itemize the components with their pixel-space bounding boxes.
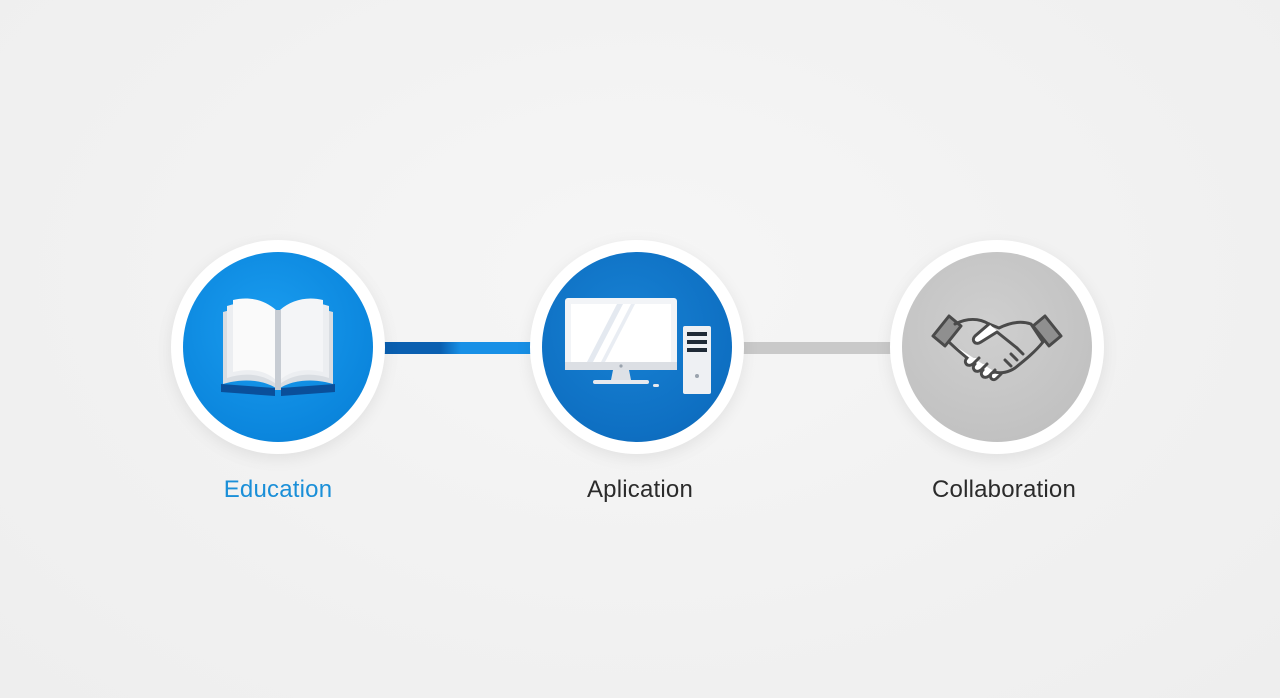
- step-label-collaboration: Collaboration: [931, 476, 1077, 503]
- step-label-education: Education: [223, 476, 333, 503]
- education-disc: [183, 252, 373, 442]
- open-book-icon: [221, 298, 335, 396]
- step-collaboration: [890, 240, 1104, 454]
- desktop-computer-icon: [565, 298, 711, 394]
- handshake-icon: [931, 314, 1063, 382]
- connector-education-application: [384, 342, 532, 354]
- collaboration-disc: [902, 252, 1092, 442]
- step-education: [171, 240, 385, 454]
- connector-application-collaboration: [742, 342, 894, 354]
- step-label-application: Aplication: [586, 476, 694, 503]
- step-application: [530, 240, 744, 454]
- application-disc: [542, 252, 732, 442]
